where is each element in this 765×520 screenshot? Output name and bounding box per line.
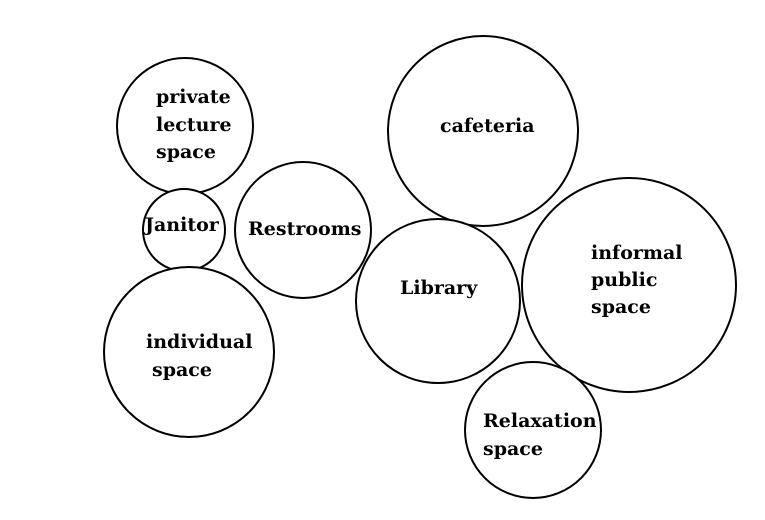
bubble-cafeteria-circle: [387, 35, 579, 227]
bubble-relaxation-space-label: Relaxation space: [483, 410, 603, 460]
bubble-label-line: individual: [146, 331, 252, 353]
bubble-individual-space-label: individual space: [146, 331, 259, 381]
bubble-label-line: public: [591, 269, 657, 291]
bubble-private-lecture-space: private lecture space: [116, 57, 254, 195]
bubble-label-line: Restrooms: [248, 218, 362, 240]
bubble-restrooms: Restrooms: [234, 161, 372, 299]
bubble-label-line: informal: [591, 242, 683, 264]
bubble-library: Library: [355, 218, 521, 384]
bubble-janitor-label: Janitor: [143, 214, 220, 236]
bubble-label-line: private: [156, 86, 231, 108]
bubble-individual-space: individual space: [103, 266, 275, 438]
bubble-label-line: space: [483, 438, 543, 460]
bubble-janitor: Janitor: [142, 188, 226, 272]
bubble-label-line: Relaxation: [483, 410, 597, 432]
bubble-informal-public-space: informal public space: [521, 177, 737, 393]
bubble-private-lecture-space-label: private lecture space: [156, 86, 238, 163]
bubble-relaxation-space: Relaxation space: [464, 361, 603, 499]
bubble-informal-public-space-label: informal public space: [591, 242, 689, 318]
bubble-label-line: Library: [400, 277, 478, 299]
bubble-individual-space-circle: [103, 266, 275, 438]
bubble-label-line: lecture: [156, 114, 232, 136]
bubble-relaxation-space-circle: [464, 361, 602, 499]
bubble-label-line: space: [156, 141, 216, 163]
bubble-library-label: Library: [400, 277, 478, 299]
bubble-library-circle: [355, 218, 521, 384]
bubble-informal-public-space-circle: [521, 177, 737, 393]
bubble-cafeteria: cafeteria: [387, 35, 579, 227]
bubble-label-line: space: [152, 359, 212, 381]
bubble-restrooms-label: Restrooms: [248, 218, 362, 240]
bubble-cafeteria-label: cafeteria: [440, 115, 535, 137]
bubble-label-line: space: [591, 296, 651, 318]
bubble-label-line: cafeteria: [440, 115, 535, 137]
bubble-label-line: Janitor: [143, 214, 220, 236]
bubble-restrooms-circle: [234, 161, 372, 299]
